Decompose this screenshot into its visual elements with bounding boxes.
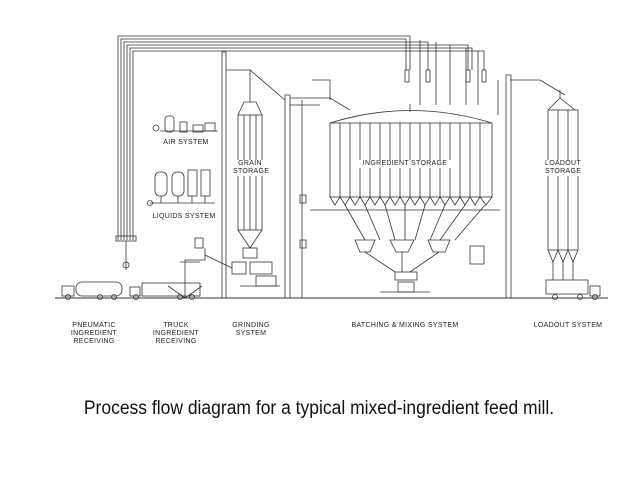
pneumatic-receiving-label: PNEUMATIC INGREDIENT RECEIVING <box>70 322 118 345</box>
overhead-pneumatic-lines <box>115 35 485 270</box>
building-columns <box>221 51 512 298</box>
loadout-truck <box>545 279 601 300</box>
air-system-label: AIR SYSTEM <box>163 139 209 146</box>
truck-receiving-equipment <box>167 237 233 299</box>
loadout-system-label: LOADOUT SYSTEM <box>533 322 603 329</box>
grain-storage-silo <box>231 70 280 287</box>
loadout-storage-bins <box>547 90 579 280</box>
ingredient-storage-label: INGREDIENT STORAGE <box>355 160 455 168</box>
figure-caption: Process flow diagram for a typical mixed… <box>83 398 555 419</box>
ingredient-storage-bank <box>299 104 500 249</box>
truck-receiving-label: TRUCK INGREDIENT RECEIVING <box>152 322 200 345</box>
pneumatic-receiving-truck <box>61 281 123 300</box>
liquids-system-equipment <box>147 169 215 206</box>
loadout-storage-label: LOADOUT STORAGE <box>545 160 582 176</box>
grinding-system-label: GRINDING SYSTEM <box>232 322 270 337</box>
distribution-piping <box>226 40 566 111</box>
liquids-system-label: LIQUIDS SYSTEM <box>152 213 216 220</box>
batching-mixing-label: BATCHING & MIXING SYSTEM <box>351 322 459 329</box>
batching-mixing-equipment <box>354 239 485 293</box>
valve-drops <box>404 69 487 83</box>
grain-storage-label: GRAIN STORAGE <box>233 160 270 176</box>
air-system-equipment <box>152 115 218 133</box>
truck-ingredient-receiving-truck <box>129 282 201 300</box>
